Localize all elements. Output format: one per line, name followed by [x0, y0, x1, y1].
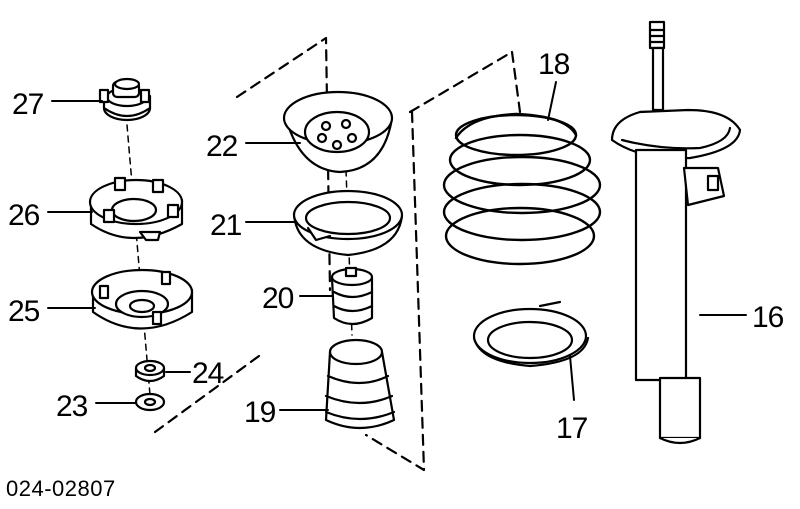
callout-19: 19	[244, 396, 276, 429]
part-21-spring-insulator	[292, 189, 404, 257]
callout-26: 26	[8, 199, 40, 232]
callout-21: 21	[210, 209, 242, 242]
part-16-strut-assembly	[610, 20, 742, 445]
callout-27: 27	[12, 88, 44, 121]
leader-lines	[47, 81, 747, 411]
callout-17: 17	[556, 412, 588, 445]
callout-23: 23	[56, 390, 88, 423]
part-18-coil-spring	[442, 112, 602, 266]
callout-25: 25	[8, 295, 40, 328]
callout-16: 16	[752, 301, 784, 334]
part-17-lower-insulator	[472, 300, 590, 368]
callout-20: 20	[262, 282, 294, 315]
callout-22: 22	[206, 130, 238, 163]
part-24-nut	[134, 359, 166, 383]
part-19-dust-boot	[324, 338, 396, 430]
part-20-bump-stop	[330, 266, 374, 326]
part-27-cap-nut	[98, 77, 152, 122]
part-23-washer	[134, 392, 166, 412]
drawing-code: 024-02807	[6, 476, 116, 501]
part-22-spring-seat	[282, 90, 394, 174]
part-26-strut-mount	[88, 176, 184, 242]
axis-line-left	[126, 124, 151, 396]
callout-24: 24	[192, 357, 224, 390]
callout-18: 18	[538, 48, 570, 81]
part-25-lower-mount	[90, 268, 194, 330]
group-frame-spring	[364, 50, 522, 472]
